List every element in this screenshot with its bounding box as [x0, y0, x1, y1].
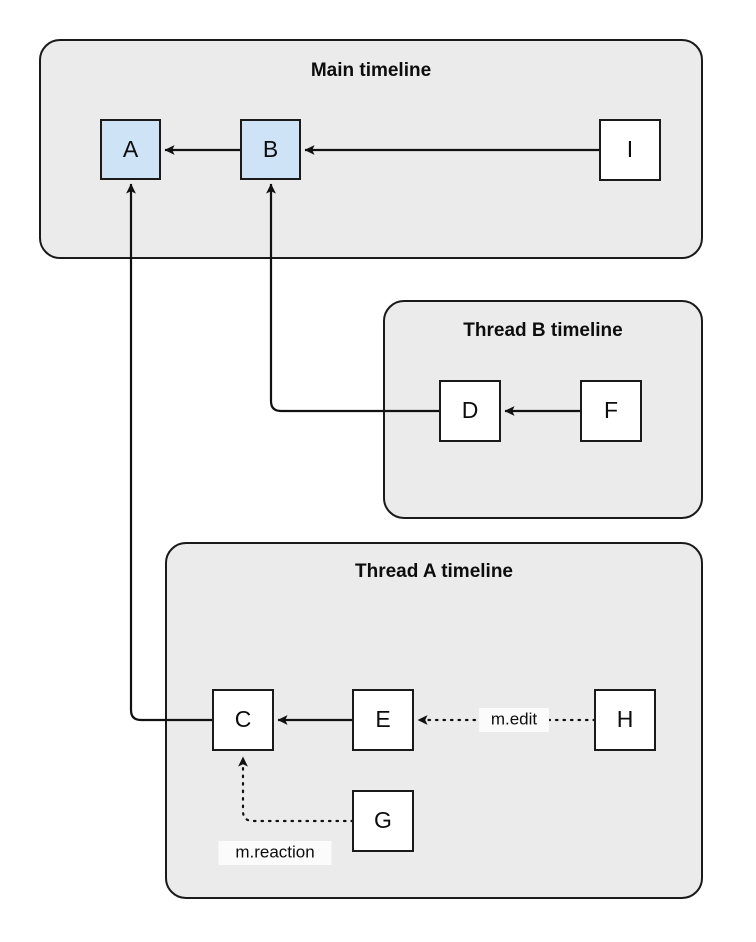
node-i-label: I [627, 136, 633, 162]
node-e-box[interactable] [352, 689, 414, 751]
node-c[interactable]: C [212, 689, 274, 751]
node-d[interactable]: D [439, 380, 501, 442]
node-f[interactable]: F [580, 380, 642, 442]
edge-label-m-reaction-text: m.reaction [235, 842, 314, 861]
node-i[interactable]: I [599, 119, 661, 181]
node-g-label: G [374, 807, 392, 833]
node-h-label: H [617, 706, 634, 732]
group-thread-a-timeline-title: Thread A timeline [355, 561, 513, 582]
node-e-label: E [375, 706, 390, 732]
group-thread-b-timeline-title: Thread B timeline [463, 320, 622, 341]
node-b[interactable]: B [240, 119, 301, 180]
node-h[interactable]: H [594, 689, 656, 751]
node-a-label: A [123, 136, 139, 162]
node-a-box[interactable] [100, 119, 161, 180]
edge-label-m-edit: m.edit [479, 708, 549, 732]
edge-label-m-edit-bg [479, 708, 549, 732]
node-d-label: D [462, 397, 479, 423]
node-e[interactable]: E [352, 689, 414, 751]
node-g[interactable]: G [352, 790, 414, 852]
node-b-label: B [263, 136, 278, 162]
node-a[interactable]: A [100, 119, 161, 180]
node-d-box[interactable] [439, 380, 501, 442]
node-c-label: C [235, 706, 252, 732]
node-i-box[interactable] [599, 119, 661, 181]
node-g-box[interactable] [352, 790, 414, 852]
node-b-box[interactable] [240, 119, 301, 180]
edge-c-to-a [126, 183, 213, 722]
node-f-box[interactable] [580, 380, 642, 442]
group-main-timeline-title: Main timeline [311, 60, 431, 81]
group-thread-b-timeline: Thread B timeline [383, 300, 703, 519]
edge-label-m-reaction: m.reaction [218, 841, 332, 865]
node-c-box[interactable] [212, 689, 274, 751]
edge-g-to-c [238, 755, 355, 823]
group-thread-a-timeline: Thread A timeline [165, 542, 703, 899]
edge-label-m-edit-text: m.edit [491, 709, 538, 728]
node-f-label: F [604, 397, 618, 423]
group-thread-b-timeline-box [383, 300, 703, 519]
node-h-box[interactable] [594, 689, 656, 751]
edge-label-m-reaction-bg [218, 841, 332, 865]
edge-d-to-b [266, 183, 440, 413]
